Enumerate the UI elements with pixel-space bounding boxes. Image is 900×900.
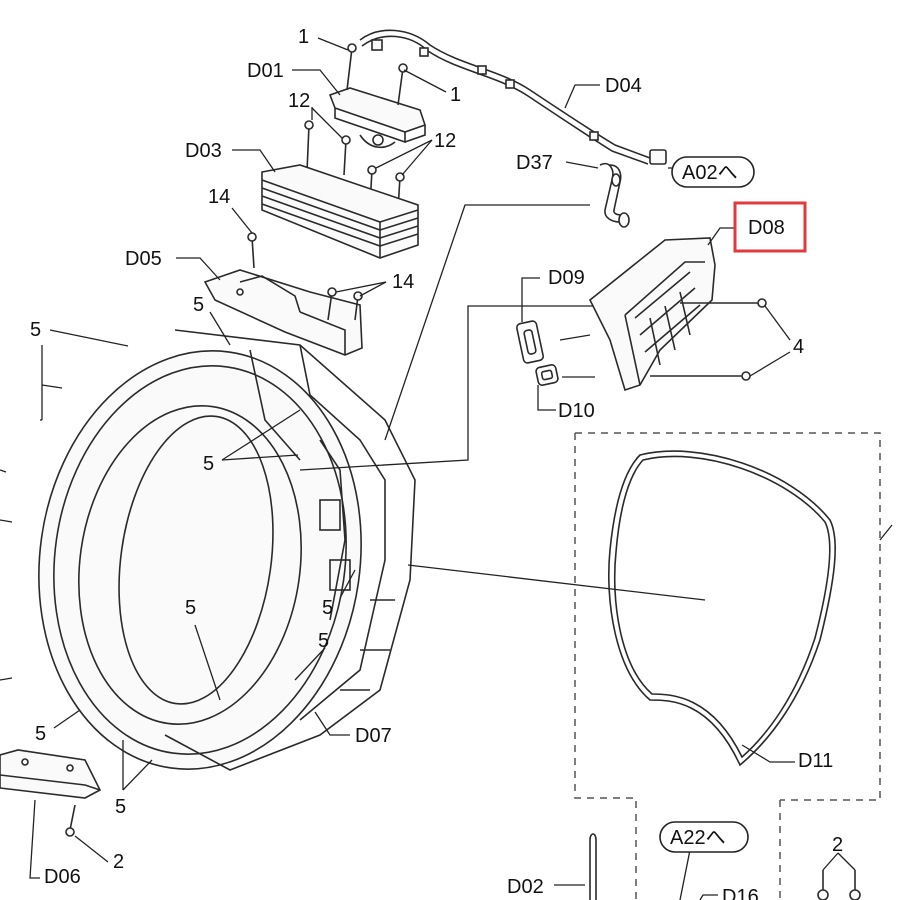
ref-a02-pill: A02へ — [671, 156, 755, 188]
label-5-g: 5 — [35, 723, 46, 745]
label-d06: D06 — [44, 866, 81, 888]
ref-a22-text: A22へ — [670, 827, 726, 849]
label-14-right: 14 — [392, 271, 414, 293]
label-d11: D11 — [798, 750, 833, 772]
ref-a22-pill: A22へ — [659, 821, 749, 853]
duct-d08 — [588, 237, 716, 392]
bracket-d06 — [0, 749, 102, 837]
bottom-parts — [589, 833, 861, 900]
label-d03: D03 — [185, 140, 222, 162]
screws-top — [304, 43, 408, 211]
label-5-c: 5 — [203, 453, 214, 475]
label-d02: D02 — [507, 876, 544, 898]
heater-block-d03 — [261, 164, 419, 259]
label-d10: D10 — [558, 400, 595, 422]
screws-d08 — [650, 298, 767, 381]
label-12-left: 12 — [288, 90, 310, 112]
label-d08: D08 — [748, 217, 785, 239]
label-d05: D05 — [125, 248, 162, 270]
label-1-right: 1 — [450, 84, 461, 106]
bracket-d01 — [328, 87, 427, 149]
label-d01: D01 — [247, 60, 284, 82]
label-5-a: 5 — [193, 294, 204, 316]
seals-d09-d10 — [516, 320, 559, 386]
ref-a02-text: A02へ — [682, 162, 738, 184]
label-d07: D07 — [355, 725, 392, 747]
label-5-h: 5 — [115, 796, 126, 818]
callout-labels: 1 D01 1 D04 12 12 D03 D37 14 D05 14 D09 … — [30, 26, 843, 900]
label-d09: D09 — [548, 267, 585, 289]
leader-lines — [0, 37, 893, 900]
label-14-top: 14 — [208, 186, 230, 208]
label-2-left: 2 — [113, 851, 124, 873]
label-d37: D37 — [516, 152, 553, 174]
tub-front-d07 — [38, 329, 416, 771]
hose-d37 — [599, 162, 630, 228]
plate-d05 — [203, 232, 363, 356]
label-1-top: 1 — [298, 26, 309, 48]
highlight-box — [733, 201, 807, 253]
label-5-d: 5 — [185, 597, 196, 619]
label-12-right: 12 — [434, 130, 456, 152]
label-2-right: 2 — [832, 834, 843, 856]
gasket-panel-d11 — [574, 432, 881, 900]
label-5-b: 5 — [30, 319, 41, 341]
label-5-e: 5 — [322, 597, 333, 619]
wire-harness-d04 — [359, 29, 667, 165]
highlight-d08: D08 — [733, 201, 807, 253]
label-5-f: 5 — [318, 630, 329, 652]
label-d16: D16 — [722, 886, 759, 900]
label-4: 4 — [793, 336, 804, 358]
label-d04: D04 — [605, 75, 642, 97]
